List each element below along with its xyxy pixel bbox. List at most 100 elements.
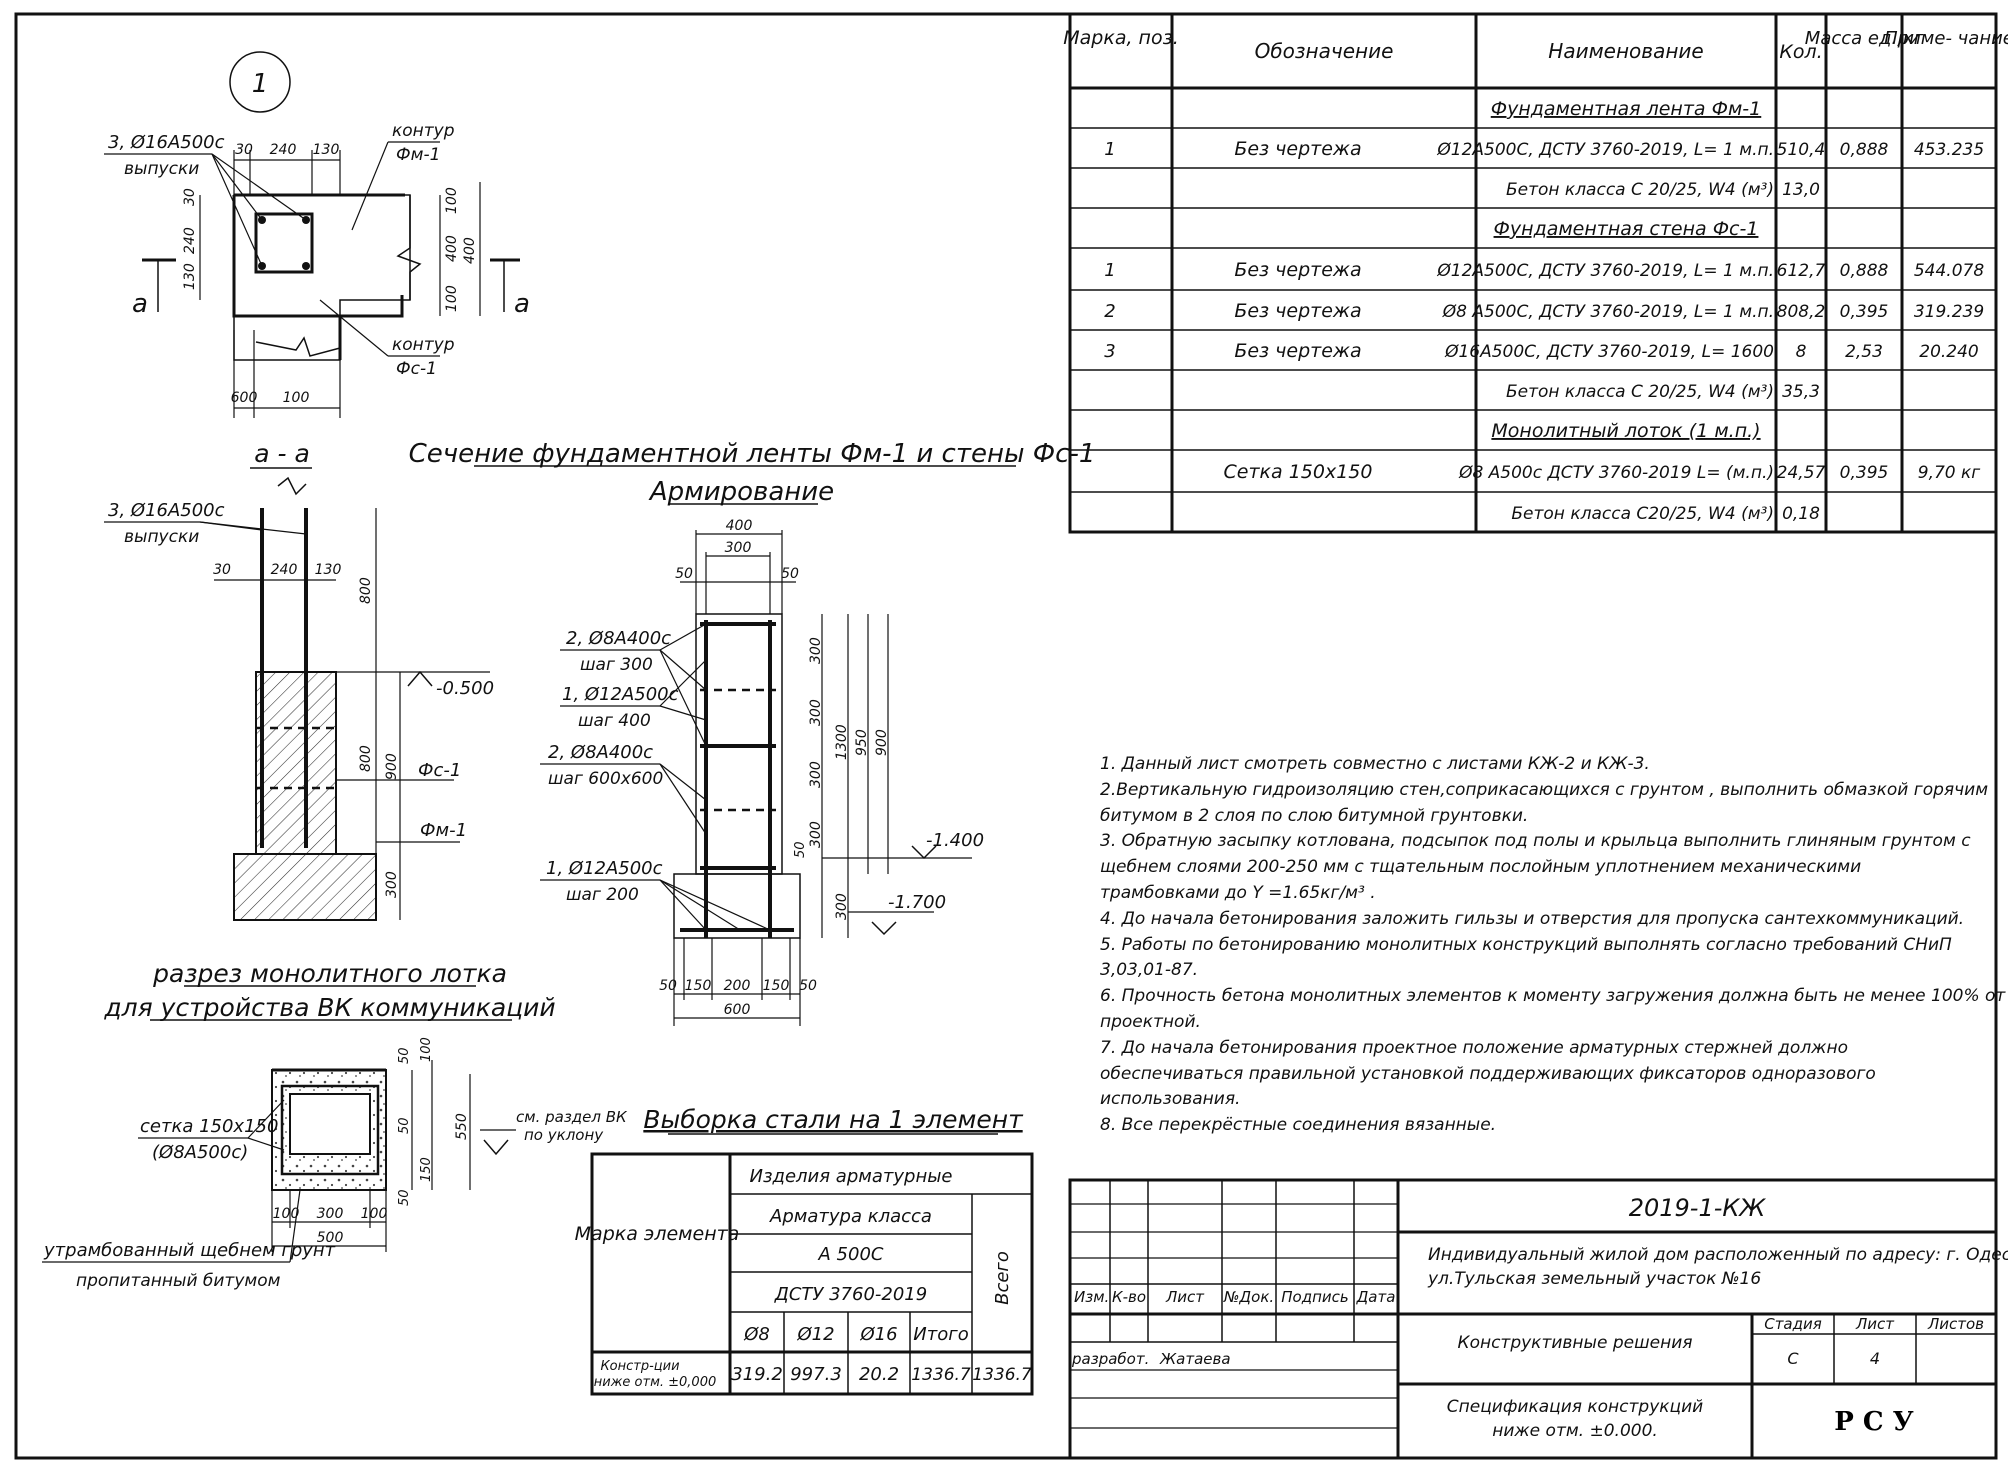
project-line-2: ул.Тульская земельный участок №16 — [1427, 1269, 1761, 1289]
rf-dim-300: 300 — [725, 540, 752, 556]
note-line: 2.Вертикальную гидроизоляцию стен,соприк… — [1100, 779, 1989, 800]
tray-mesh-2: (Ø8А500с) — [152, 1142, 248, 1163]
rf-bdim-50b: 50 — [799, 978, 817, 994]
plan-dim-left-30: 30 — [182, 188, 198, 206]
spec-row-designation: Без чертежа — [1234, 138, 1361, 160]
spec-row-mass: 0,395 — [1840, 463, 1889, 483]
tray-gravel-2: пропитанный битумом — [76, 1271, 281, 1291]
plan-dim-left-130: 130 — [182, 263, 198, 290]
section-aa: а - а 30 240 130 800 800 900 300 -0.500 … — [104, 439, 494, 921]
note-line: 3. Обратную засыпку котлована, подсыпок … — [1100, 831, 1971, 852]
note-line: 3,03,01-87. — [1100, 960, 1199, 981]
rf-dim-50-left: 50 — [675, 566, 693, 582]
spec-row-qty: 510,4 — [1777, 140, 1826, 160]
rf-bdim-200: 200 — [724, 978, 751, 994]
aa-dim-240: 240 — [271, 562, 298, 578]
rf-rdim-50: 50 — [793, 841, 808, 858]
specification-table: Марка, поз. Обозначение Наименование Кол… — [1063, 12, 2008, 534]
spec-row-name: Ø12А500С, ДСТУ 3760-2019, L= 1 м.п. — [1436, 261, 1774, 281]
title-col-sign: Подпись — [1281, 1288, 1348, 1306]
plan-dim-bottom-400: 100 — [283, 390, 310, 406]
spec-row-mark: 1 — [1104, 260, 1115, 281]
spec-row-designation: Сетка 150х150 — [1224, 461, 1373, 483]
spec-header-note: Приме- чание — [1884, 28, 2008, 49]
cut-mark-left: а — [132, 289, 148, 319]
plan-dim-left-240: 240 — [182, 227, 198, 254]
steel-col-total: Итого — [913, 1324, 968, 1345]
level-minus-1400: -1.400 — [926, 830, 984, 851]
project-line-1: Индивидуальный жилой дом расположенный п… — [1428, 1245, 2008, 1265]
label-fm1: Фм-1 — [420, 820, 467, 841]
note-line: 1. Данный лист смотреть совместно с лист… — [1100, 754, 1650, 774]
contour-fm-2: Фм-1 — [396, 145, 440, 165]
section-aa-title: а - а — [254, 439, 310, 468]
spec-row-name: Бетон класса С 20/25, W4 (м³) — [1506, 180, 1774, 200]
spec-header-name: Наименование — [1548, 39, 1703, 63]
drawing-name-1: Спецификация конструкций — [1447, 1397, 1703, 1417]
rf-dim-50-right: 50 — [781, 566, 799, 582]
title-col-kvo: К-во — [1112, 1288, 1146, 1306]
footing-fm1 — [233, 853, 377, 921]
aa-outlets-label-2: выпуски — [124, 527, 199, 547]
aa-dim-30: 30 — [213, 562, 231, 578]
title-author: Жатаева — [1159, 1350, 1231, 1368]
stage-value: С — [1787, 1349, 1799, 1368]
spec-row-mark: 1 — [1104, 139, 1115, 160]
steel-row-label-1: Констр-ции — [600, 1359, 679, 1374]
wall-fs1 — [255, 671, 337, 855]
spec-row-name: Ø8 А500С, ДСТУ 3760-2019, L= 1 м.п. — [1442, 302, 1774, 322]
spec-row-qty: 8 — [1796, 342, 1807, 362]
note-line: обеспечиваться правильной установкой под… — [1100, 1063, 1876, 1084]
steel-val-d8: 319.2 — [731, 1364, 783, 1385]
sheet-label: Лист — [1855, 1315, 1895, 1333]
steel-standard: ДСТУ 3760-2019 — [774, 1284, 927, 1305]
tray-slope-1: см. раздел ВК — [516, 1108, 628, 1126]
tray-dim-100a: 100 — [419, 1037, 434, 1062]
title-col-izm: Изм. — [1074, 1288, 1109, 1306]
steel-val-total: 1336.7 — [911, 1365, 971, 1385]
tray-dim-50c: 50 — [397, 1189, 412, 1206]
spec-header-qty: Кол. — [1779, 41, 1822, 63]
steel-col-d8: Ø8 — [743, 1324, 770, 1345]
tray-dim-100c: 100 — [361, 1206, 388, 1222]
rf-rdim-300e: 300 — [834, 893, 850, 920]
organization: Р С У — [1834, 1407, 1913, 1437]
tray-title-1: разрез монолитного лотка — [152, 959, 507, 988]
rf-rdim-1300: 1300 — [834, 724, 850, 760]
note-line: битумом в 2 слоя по слою битумной грунто… — [1100, 805, 1529, 826]
spec-row-mark: 2 — [1104, 301, 1115, 322]
note-line: щебнем слоями 200-250 мм с тщательным по… — [1100, 857, 1862, 878]
tray-title-2: для устройства ВК коммуникаций — [103, 993, 555, 1022]
note-line: проектной. — [1100, 1011, 1201, 1032]
spec-row-mass: 0,888 — [1840, 261, 1889, 281]
steel-table: Выборка стали на 1 элемент Марка элемент… — [575, 1105, 1034, 1396]
aa-dim-130: 130 — [315, 562, 342, 578]
plan-dim-right-100b: 100 — [444, 285, 460, 312]
spec-row-name: Ø12А500С, ДСТУ 3760-2019, L= 1 м.п. — [1436, 140, 1774, 160]
reinforcement-section: Сечение фундаментной ленты Фм-1 и стены … — [409, 439, 1095, 1026]
spec-row-note: 319.239 — [1914, 302, 1984, 322]
level-minus-1700: -1.700 — [888, 892, 946, 913]
tray-mesh-1: сетка 150х150 — [140, 1116, 278, 1137]
sheets-label: Листов — [1927, 1315, 1984, 1333]
drawing-code: 2019-1-КЖ — [1629, 1194, 1767, 1222]
spec-row-name: Фундаментная лента Фм-1 — [1491, 98, 1762, 120]
aa-dim-800-top: 800 — [358, 577, 374, 604]
rf-rdim-300d: 300 — [808, 821, 824, 848]
plan-outlets-label-2: выпуски — [124, 159, 199, 179]
spec-row-name: Бетон класса С20/25, W4 (м³) — [1511, 504, 1774, 524]
plan-dim-right-100a: 100 — [444, 187, 460, 214]
note-line: 5. Работы по бетонированию монолитных ко… — [1100, 934, 1952, 955]
rf-rdim-300b: 300 — [808, 699, 824, 726]
level-minus-0500: -0.500 — [436, 678, 494, 699]
steel-grand-total: 1336.7 — [972, 1365, 1032, 1385]
plan-dim-right-600: 400 — [462, 237, 478, 264]
callout-3a: 2, Ø8А400с — [548, 742, 653, 763]
node-marker: 1 — [252, 69, 269, 99]
steel-class: А 500С — [818, 1244, 884, 1265]
tray-dim-50a: 50 — [397, 1047, 412, 1064]
steel-class-label: Арматура класса — [769, 1206, 932, 1227]
rf-bdim-150a: 150 — [685, 978, 712, 994]
spec-header-designation: Обозначение — [1255, 39, 1394, 63]
